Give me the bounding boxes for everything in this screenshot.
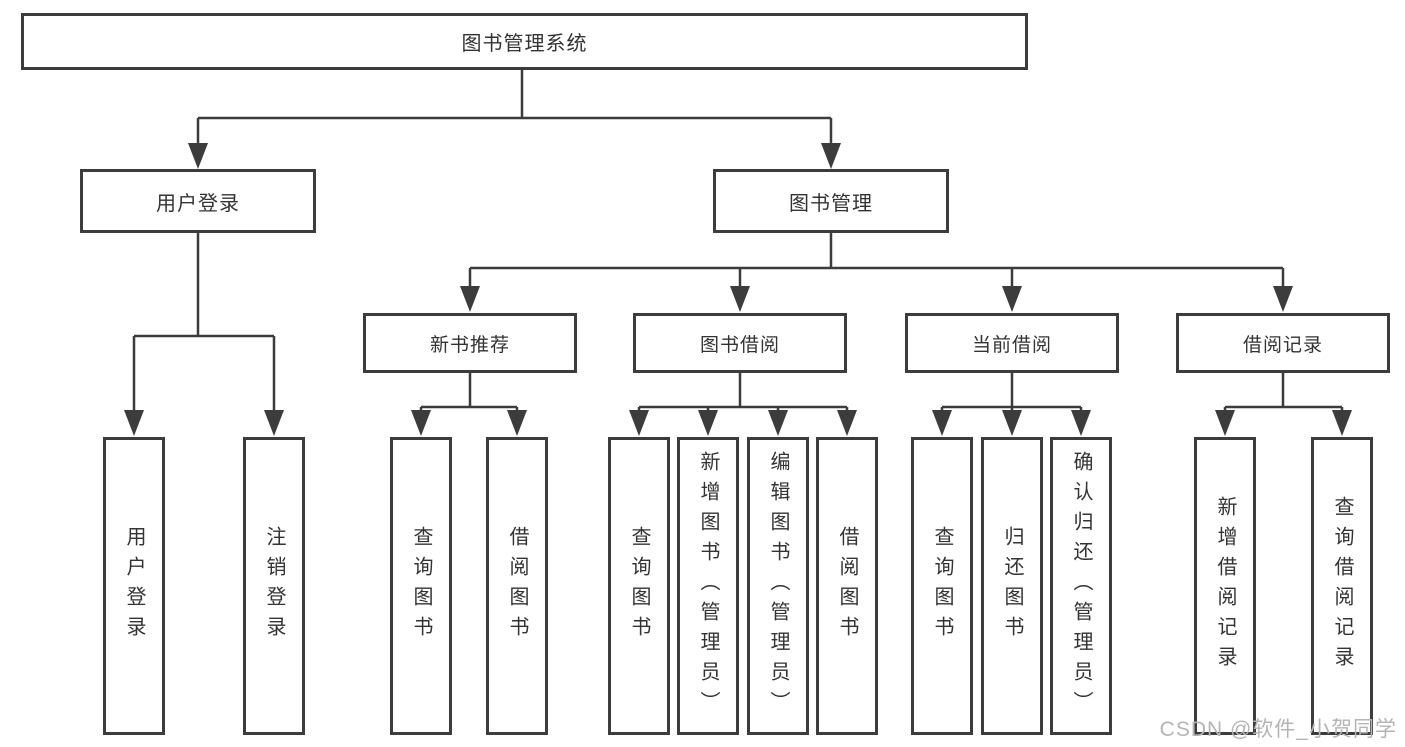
node-current-borrow: 当前借阅: [905, 313, 1119, 373]
arrowheads: [124, 143, 1352, 436]
node-label: 当前借阅: [971, 334, 1052, 356]
node-label: 查询图书: [410, 526, 432, 646]
leaf-query-borrow-record: 查询借阅记录: [1311, 437, 1373, 735]
node-label: 用户登录: [156, 192, 240, 215]
node-label: 图书管理系统: [461, 33, 588, 55]
leaf-borrow-book-2: 借阅图书: [816, 437, 878, 735]
node-label: 新书推荐: [429, 334, 510, 356]
node-label: 编辑图书（管理员）: [767, 451, 789, 721]
node-label: 查询借阅记录: [1331, 496, 1353, 676]
node-library-system: 图书管理系统: [21, 13, 1028, 70]
leaf-edit-book-admin: 编辑图书（管理员）: [747, 437, 809, 735]
csdn-watermark: CSDN @软件_小贺同学: [1159, 718, 1397, 741]
node-label: 归还图书: [1001, 526, 1023, 646]
node-label: 借阅图书: [506, 526, 528, 646]
leaf-add-book-admin: 新增图书（管理员）: [677, 437, 739, 735]
leaf-borrow-book-1: 借阅图书: [486, 437, 548, 735]
node-label: 查询图书: [931, 526, 953, 646]
node-label: 用户登录: [123, 526, 145, 646]
leaf-user-login: 用户登录: [103, 437, 165, 735]
node-label: 图书管理: [789, 192, 873, 215]
node-label: 借阅图书: [836, 526, 858, 646]
node-book-borrow: 图书借阅: [633, 313, 847, 373]
node-borrow-record: 借阅记录: [1176, 313, 1390, 373]
node-label: 图书借阅: [699, 334, 780, 356]
node-label: 查询图书: [628, 526, 650, 646]
node-label: 新增借阅记录: [1214, 496, 1236, 676]
leaf-confirm-return-admin: 确认归还（管理员）: [1050, 437, 1112, 735]
node-label: 借阅记录: [1242, 334, 1323, 356]
node-label: 确认归还（管理员）: [1070, 451, 1092, 721]
node-label: 注销登录: [263, 526, 285, 646]
leaf-query-book-3: 查询图书: [911, 437, 973, 735]
leaf-query-book-2: 查询图书: [608, 437, 670, 735]
leaf-query-book-1: 查询图书: [390, 437, 452, 735]
node-new-book-recommend: 新书推荐: [363, 313, 577, 373]
node-label: 新增图书（管理员）: [697, 451, 719, 721]
leaf-add-borrow-record: 新增借阅记录: [1194, 437, 1256, 735]
leaf-return-book: 归还图书: [981, 437, 1043, 735]
node-user-login: 用户登录: [80, 169, 316, 233]
node-book-management: 图书管理: [713, 169, 949, 233]
leaf-logout: 注销登录: [243, 437, 305, 735]
